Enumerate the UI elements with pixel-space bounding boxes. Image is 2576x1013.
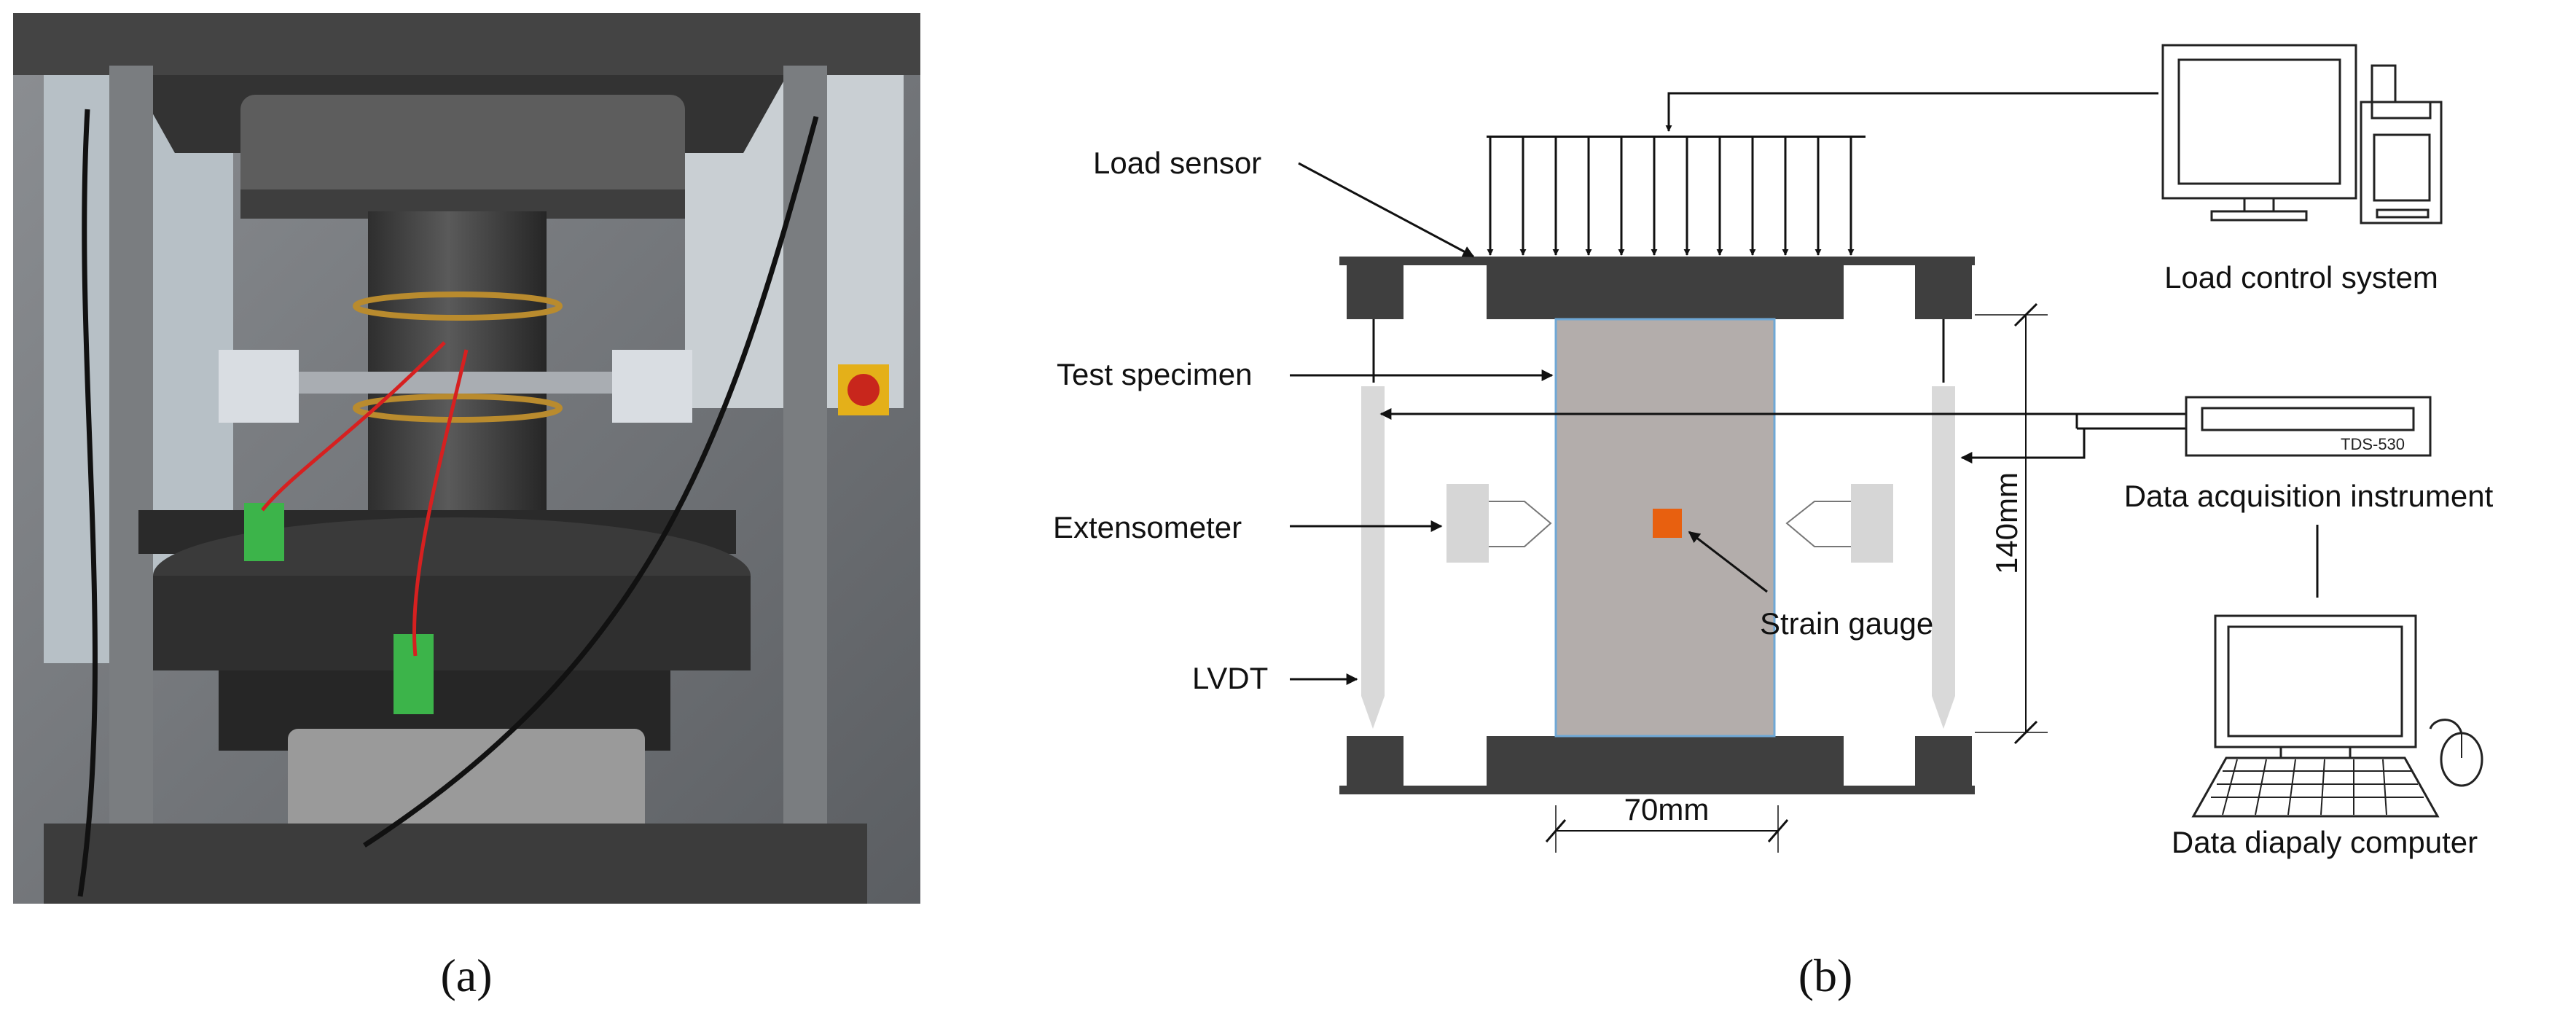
test-machine-photo	[13, 13, 920, 904]
strain-gauge	[1653, 509, 1682, 538]
width-dimension	[1545, 805, 1789, 853]
load-sensor-label: Load sensor	[1093, 146, 1261, 180]
data-display-computer-label: Data diapaly computer	[2172, 825, 2478, 859]
extensometer-right	[1851, 484, 1893, 563]
data-acquisition-label: Data acquisition instrument	[2124, 479, 2494, 513]
lvdt-label: LVDT	[1192, 661, 1268, 695]
top-right-block	[1915, 257, 1972, 319]
control-line	[1665, 92, 2158, 132]
test-specimen-label: Test specimen	[1057, 357, 1252, 391]
caption-a: (a)	[440, 950, 492, 1001]
lvdt-left	[1361, 386, 1385, 729]
schematic: 140mm 70mm Load sensor Test specimen Ext…	[1053, 92, 2186, 853]
height-dimension	[1975, 302, 2048, 745]
load-arrows	[1487, 137, 1855, 256]
top-left-block	[1347, 257, 1404, 319]
data-acquisition-instrument-icon	[2185, 396, 2432, 457]
extensometer-label: Extensometer	[1053, 510, 1242, 544]
strain-gauge-label: Strain gauge	[1760, 606, 1933, 641]
caption-b: (b)	[1798, 950, 1853, 1001]
extensometer-left	[1446, 484, 1489, 563]
width-label: 70mm	[1624, 792, 1710, 826]
height-label: 140mm	[1989, 472, 2024, 574]
lower-platen	[1487, 736, 1844, 786]
load-control-computer-icon	[2161, 44, 2443, 224]
bottom-right-block	[1915, 736, 1972, 793]
lvdt-right	[1932, 386, 1955, 729]
data-display-computer-icon	[2191, 614, 2483, 818]
bottom-frame-bar	[1339, 786, 1975, 794]
load-control-system-label: Load control system	[2164, 260, 2438, 294]
bottom-left-block	[1347, 736, 1404, 793]
instrument-model-label: TDS-530	[2341, 435, 2405, 453]
upper-platen	[1487, 265, 1844, 319]
top-frame-bar	[1339, 257, 1975, 265]
